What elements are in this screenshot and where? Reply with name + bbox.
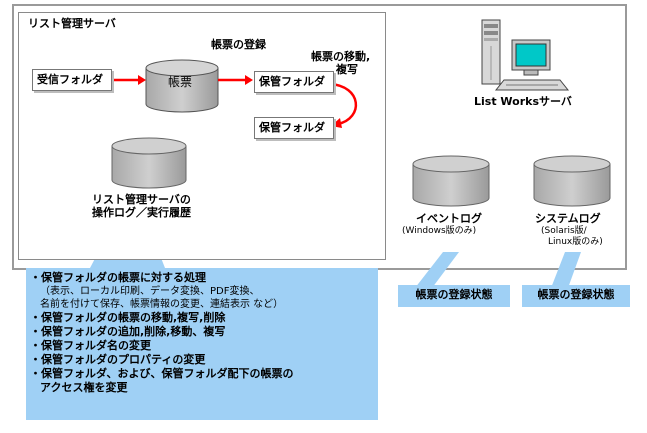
register-label: 帳票の登録 [211,38,266,51]
event-log-cylinder [412,155,490,207]
operations-callout: ・保管フォルダの帳票に対する処理 （表示、ローカル印刷、データ変換、PDF変換、… [26,268,378,420]
operation-item: ・保管フォルダのプロパティの変更 [30,353,206,366]
system-log-sub-line1: (Solaris版/ [541,226,587,236]
forms-database-label: 帳票 [168,75,193,89]
operation-item: ・保管フォルダの帳票の移動,複写,削除 [30,311,226,324]
event-log-sub: (Windows版のみ) [402,226,477,236]
save-folder-secondary[interactable]: 保管フォルダ [254,117,334,139]
operation-item: ・保管フォルダ名の変更 [30,339,151,352]
event-status-tail [415,252,459,288]
operation-sub: 名前を付けて保存、帳票情報の変更、連結表示 など） [40,299,284,310]
register-arrow-left [112,75,146,85]
system-log-sub-line2: Linux版のみ) [548,237,603,247]
system-log-cylinder [533,155,611,207]
save-folder-primary[interactable]: 保管フォルダ [254,71,334,93]
forms-database-cylinder [145,59,219,113]
event-log-title: イベントログ [416,212,482,225]
register-arrow-right [218,75,253,85]
operation-sub: （表示、ローカル印刷、データ変換、PDF変換、 [40,286,260,297]
operation-cont: アクセス権を変更 [40,381,128,394]
oplog-label-line1: リスト管理サーバの [92,193,191,206]
system-log-status-callout: 帳票の登録状態 [522,285,630,307]
list-works-server-label: List Worksサーバ [474,95,572,108]
operation-text: ・保管フォルダの帳票に対する処理 [30,271,206,284]
operation-item: ・保管フォルダの追加,削除,移動、複写 [30,325,226,338]
operations-list: ・保管フォルダの帳票に対する処理 （表示、ローカル印刷、データ変換、PDF変換、… [26,268,378,395]
receive-folder[interactable]: 受信フォルダ [32,69,112,91]
system-log-title: システムログ [535,212,601,225]
move-copy-label-line2: 複写 [336,63,358,76]
server-computer-icon [481,19,570,91]
operation-item: ・保管フォルダ、および、保管フォルダ配下の帳票の アクセス権を変更 [30,367,378,395]
oplog-label-line2: 操作ログ／実行履歴 [92,206,191,219]
operation-item: ・保管フォルダの帳票に対する処理 （表示、ローカル印刷、データ変換、PDF変換、… [30,271,378,311]
event-log-status-callout: 帳票の登録状態 [398,285,510,307]
move-copy-label-line1: 帳票の移動, [311,50,371,63]
system-status-tail [551,252,581,288]
oplog-database-cylinder [111,137,187,189]
operation-text: ・保管フォルダ、および、保管フォルダ配下の帳票の [30,367,294,380]
list-management-server-title: リスト管理サーバ [28,17,116,30]
